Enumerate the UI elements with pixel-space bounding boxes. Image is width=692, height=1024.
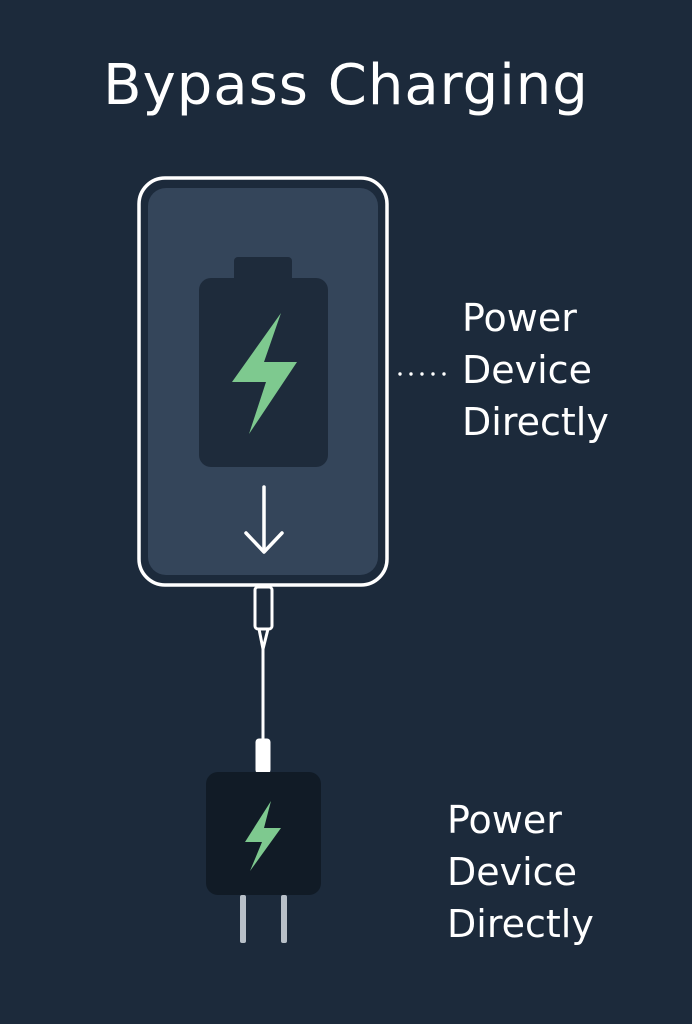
charging-cable xyxy=(253,585,274,774)
phone-outline xyxy=(137,176,389,587)
dotted-connector xyxy=(398,372,446,376)
phone-label: Power Device Directly xyxy=(462,292,609,448)
arrow-down-icon xyxy=(244,485,284,554)
lightning-bolt-icon xyxy=(232,313,297,434)
wall-charger-icon xyxy=(206,772,321,943)
phone-label-line-3: Directly xyxy=(462,400,609,444)
page-title: Bypass Charging xyxy=(103,53,589,118)
phone-label-line-2: Device xyxy=(462,348,592,392)
phone-label-line-1: Power xyxy=(462,296,577,340)
charger-label-line-3: Directly xyxy=(447,902,594,946)
charger-label: Power Device Directly xyxy=(447,794,594,950)
charger-label-line-2: Device xyxy=(447,850,577,894)
charger-label-line-1: Power xyxy=(447,798,562,842)
